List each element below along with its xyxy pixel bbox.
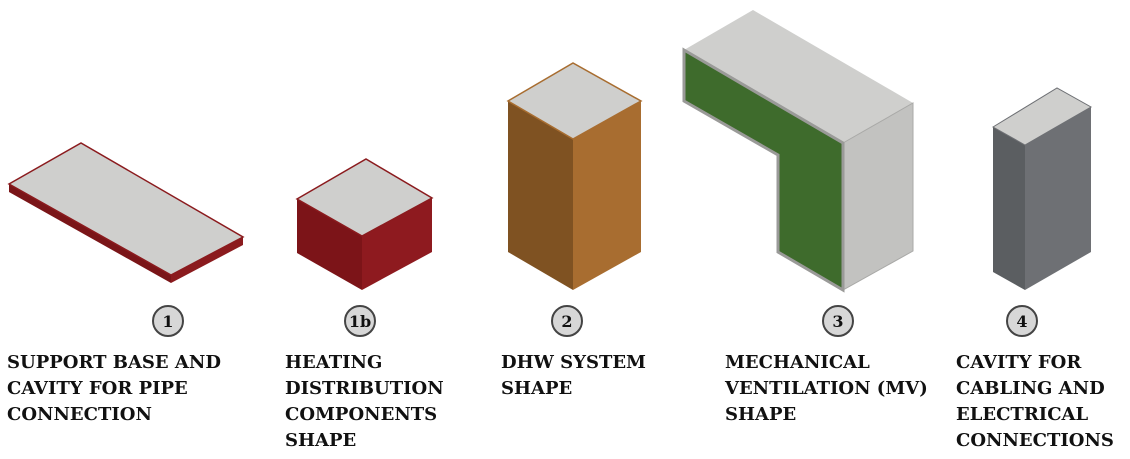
support-base-side-right — [171, 237, 243, 283]
component-number-badge-1b: 1b — [344, 305, 376, 337]
component-number-badge-3: 3 — [822, 305, 854, 337]
cabling-box-right — [1025, 107, 1091, 290]
component-label-3: MECHANICAL VENTILATION (MV) SHAPE — [725, 350, 928, 428]
dhw-box-top — [506, 62, 643, 140]
component-label-2: DHW SYSTEM SHAPE — [501, 350, 646, 402]
component-label-2-line-1: DHW SYSTEM — [501, 352, 646, 373]
component-label-1-line-3: CONNECTION — [7, 404, 152, 425]
component-label-1b-line-2: DISTRIBUTION — [285, 378, 444, 399]
support-base-side-left — [9, 184, 171, 283]
component-label-1-line-2: CAVITY FOR PIPE — [7, 378, 188, 399]
mv-top — [684, 10, 913, 143]
component-label-3-line-2: VENTILATION (MV) — [725, 378, 928, 399]
support-base-shape — [7, 142, 245, 283]
cabling-box-left — [993, 127, 1025, 290]
component-label-1-line-1: SUPPORT BASE AND — [7, 352, 221, 373]
component-label-4: CAVITY FOR CABLING AND ELECTRICAL CONNEC… — [956, 350, 1114, 454]
dhw-system-shape — [506, 62, 643, 290]
component-label-1b: HEATING DISTRIBUTION COMPONENTS SHAPE — [285, 350, 444, 454]
component-label-4-line-2: CABLING AND — [956, 378, 1105, 399]
heating-box-right — [362, 198, 432, 290]
component-label-3-line-1: MECHANICAL — [725, 352, 870, 373]
dhw-box-right — [573, 101, 641, 290]
component-number-badge-1: 1 — [152, 305, 184, 337]
component-label-1b-line-3: COMPONENTS — [285, 404, 438, 425]
heating-box-top — [295, 158, 434, 237]
cabling-cavity-shape — [992, 87, 1093, 290]
component-label-2-line-2: SHAPE — [501, 378, 573, 399]
mechanical-ventilation-shape — [682, 10, 914, 293]
component-label-1: SUPPORT BASE AND CAVITY FOR PIPE CONNECT… — [7, 350, 221, 428]
dhw-box-left — [508, 101, 573, 290]
component-label-3-line-3: SHAPE — [725, 404, 797, 425]
component-label-1b-line-4: SHAPE — [285, 430, 357, 451]
support-base-top — [7, 142, 245, 276]
mv-front — [682, 47, 845, 293]
component-number-badge-2: 2 — [551, 305, 583, 337]
component-number-badge-4: 4 — [1006, 305, 1038, 337]
heating-distribution-shape — [295, 158, 434, 290]
component-label-4-line-4: CONNECTIONS — [956, 430, 1114, 451]
heating-box-left — [297, 199, 362, 290]
cabling-box-top — [992, 87, 1093, 146]
component-label-4-line-3: ELECTRICAL — [956, 404, 1089, 425]
component-label-1b-line-1: HEATING — [285, 352, 383, 373]
component-label-4-line-1: CAVITY FOR — [956, 352, 1082, 373]
